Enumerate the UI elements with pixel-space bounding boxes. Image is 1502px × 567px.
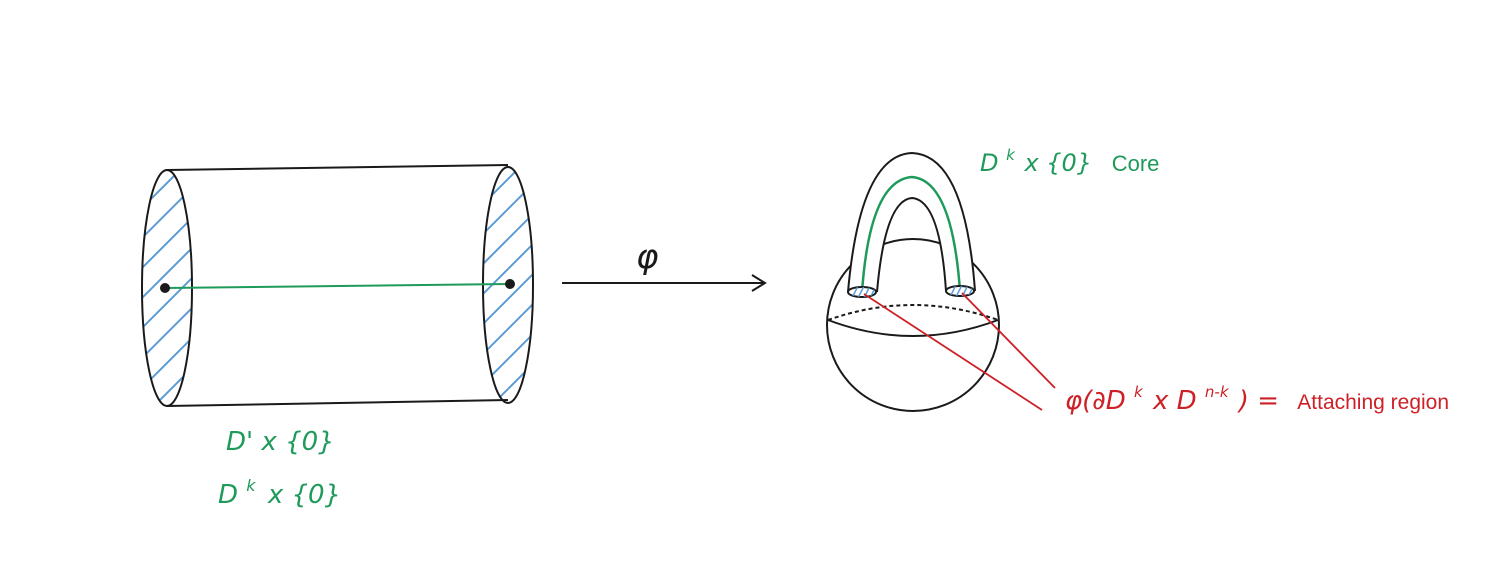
attach-mid: x D xyxy=(1152,386,1197,416)
equator-back xyxy=(827,304,999,321)
cylinder-label-2-rest: x {0} xyxy=(267,480,341,510)
core-label-text: Core xyxy=(1112,151,1160,176)
handle-core xyxy=(860,175,962,293)
attaching-foot-left xyxy=(847,286,877,298)
handle-fill xyxy=(848,153,975,292)
attaching-region-label: φ(∂D k x D n-k ) = Attaching region xyxy=(1065,374,1449,416)
attach-text: Attaching region xyxy=(1297,391,1449,414)
core-line xyxy=(164,283,511,289)
handle-outer-edge xyxy=(847,151,976,293)
cylinder xyxy=(141,164,534,407)
map-symbol-phi: φ xyxy=(636,237,659,277)
cylinder-label-1: D' x {0} xyxy=(226,427,335,457)
handle-inner-edge xyxy=(876,196,947,293)
core-endpoint-right xyxy=(505,279,515,289)
core-label-base: D xyxy=(980,149,998,177)
cylinder-label-2: D k x {0} xyxy=(218,468,341,510)
attach-sup-2: n-k xyxy=(1205,383,1230,401)
cylinder-top-edge xyxy=(166,164,509,171)
ball xyxy=(826,238,1000,412)
cylinder-label-2-sup: k xyxy=(246,476,256,495)
core-label-rest: x {0} xyxy=(1023,149,1092,177)
attach-prefix: φ(∂D xyxy=(1065,386,1126,416)
map-arrow xyxy=(562,274,767,292)
left-disk-hatching xyxy=(142,170,192,406)
cylinder-bottom-edge xyxy=(166,399,509,407)
cylinder-label-2-base: D xyxy=(218,480,238,510)
core-label: D k x {0} Core xyxy=(980,138,1159,177)
attaching-foot-right xyxy=(945,285,975,297)
core-label-sup: k xyxy=(1006,146,1016,164)
core-endpoint-left xyxy=(160,283,170,293)
pointer-line-right xyxy=(961,292,1056,389)
attach-sup-1: k xyxy=(1134,383,1144,401)
pointer-line-left xyxy=(863,293,1043,411)
attach-suffix: ) = xyxy=(1237,386,1279,416)
ball-with-handle xyxy=(826,151,1056,412)
equator-front xyxy=(827,319,999,337)
